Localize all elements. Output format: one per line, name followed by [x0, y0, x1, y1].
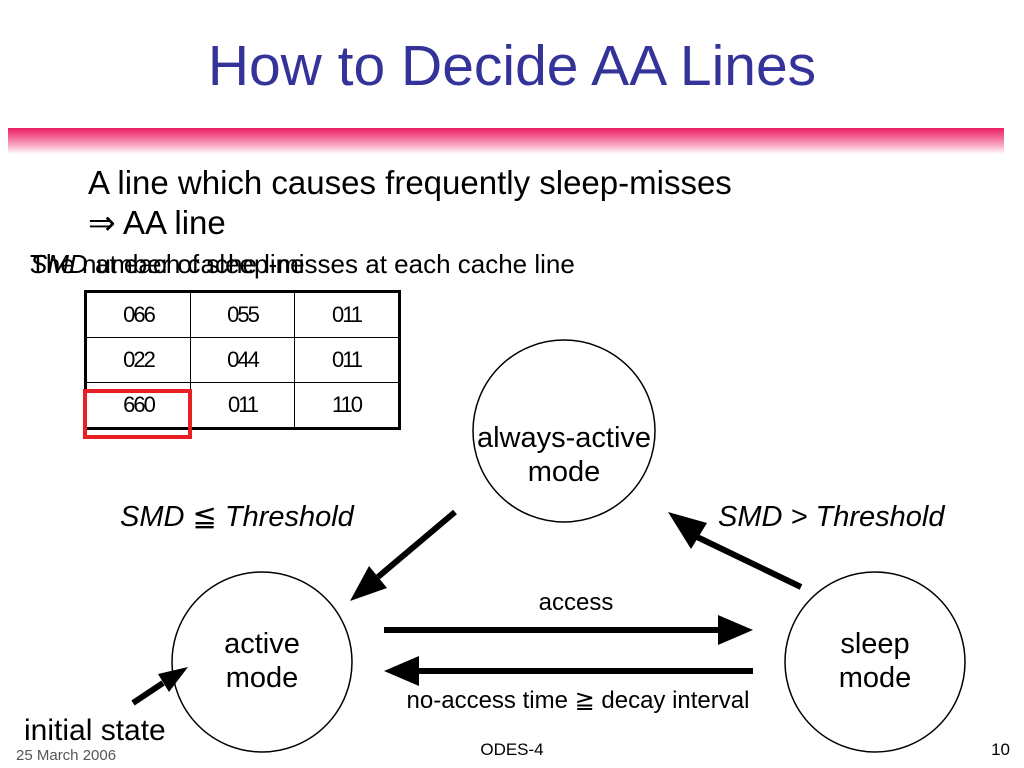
active-label-line-2: mode: [225, 662, 299, 695]
caption-smd-abbrev: SMD: [30, 249, 88, 279]
edge-label-to-always-active: SMD > Threshold: [718, 501, 945, 533]
sleep-label-line-2: mode: [838, 662, 912, 695]
arrow-initial-state: [131, 667, 188, 706]
always-active-node: [472, 339, 656, 523]
slide-title: How to Decide AA Lines: [207, 34, 817, 98]
always-active-label-line-2: mode: [527, 456, 601, 489]
arrow-to-always-active: [668, 512, 803, 590]
title-underline-bar: [8, 128, 1004, 154]
edge-label-to-active: SMD ≦ Threshold: [120, 501, 354, 533]
table-caption-number: The number of sleep-misses at each cache…: [30, 249, 575, 279]
sleep-label: sleep mode: [785, 627, 965, 695]
table-cell: 110: [294, 382, 400, 429]
always-active-label: always-active mode: [458, 421, 670, 489]
table-cell: 044: [190, 337, 295, 383]
sleep-label-line-1: sleep: [840, 628, 910, 660]
arrow-no-access: [384, 656, 753, 686]
bullet-line-1: A line which causes frequently sleep-mis…: [88, 164, 732, 201]
bullet-line-2: ⇒ AA line: [88, 204, 226, 241]
footer-date: 25 March 2006: [16, 747, 117, 764]
sleep-node: [784, 571, 966, 753]
active-label-line-1: active: [224, 628, 300, 660]
footer-center: ODES-4: [480, 740, 544, 759]
table-cell: 011: [190, 382, 295, 429]
arrow-to-active: [350, 509, 457, 601]
initial-state-label: initial state: [24, 714, 166, 747]
table-row: 660 011 110: [85, 382, 400, 429]
edge-label-no-access: no-access time ≧ decay interval: [406, 687, 750, 714]
always-active-label-line-1: always-active: [476, 422, 652, 454]
arrow-access: [384, 615, 753, 645]
highlighted-cell-box: [83, 389, 192, 439]
caption-smd-rest: at each cache line: [95, 249, 305, 279]
table-caption-smd: SMD at each cache line: [30, 251, 305, 277]
edge-label-access: access: [538, 589, 614, 616]
page-number: 10: [991, 740, 1010, 759]
active-label: active mode: [172, 627, 352, 695]
table-row: 022 044 011: [85, 337, 400, 383]
active-node: [171, 571, 353, 753]
smd-table: 066 055 011 022 044 011 660 011 110: [84, 290, 401, 430]
